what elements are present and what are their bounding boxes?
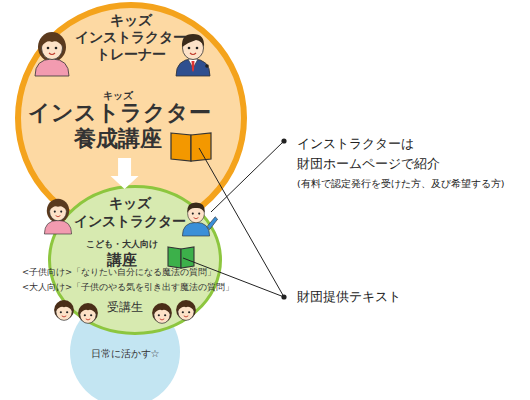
leader-dot — [281, 294, 286, 299]
leader-dot — [281, 138, 286, 143]
instructor-heading: キッズ インストラクター — [65, 194, 195, 230]
daily-life-text: 日常に活かす☆ — [85, 348, 165, 360]
callout-text: 財団提供テキスト — [297, 289, 401, 305]
circle-shape — [18, 5, 244, 231]
course-title: <大人向け>「子供のやる気を引き出す魔法の質問」 — [22, 282, 234, 293]
course-heading: インストラクター 養成講座 — [28, 100, 208, 152]
circle-shape — [50, 187, 221, 334]
lecture-heading: 講座 — [92, 251, 152, 269]
circle-shape — [70, 297, 180, 400]
audience-kicker: こども・大人向け — [72, 239, 172, 250]
course-title: <子供向け>「なりたい自分になる魔法の質問」 — [22, 267, 216, 278]
callout-text: インストラクターは 財団ホームページで紹介 — [297, 134, 432, 174]
instructor-circle: キッズ インストラクターこども・大人向け講座<子供向け>「なりたい自分になる魔法… — [48, 185, 222, 335]
trainer-heading: キッズ インストラクター トレーナー — [66, 12, 196, 63]
students-label: 受講生 — [100, 300, 150, 314]
callout-note: (有料で認定発行を受けた方、及び希望する方) — [297, 178, 504, 190]
